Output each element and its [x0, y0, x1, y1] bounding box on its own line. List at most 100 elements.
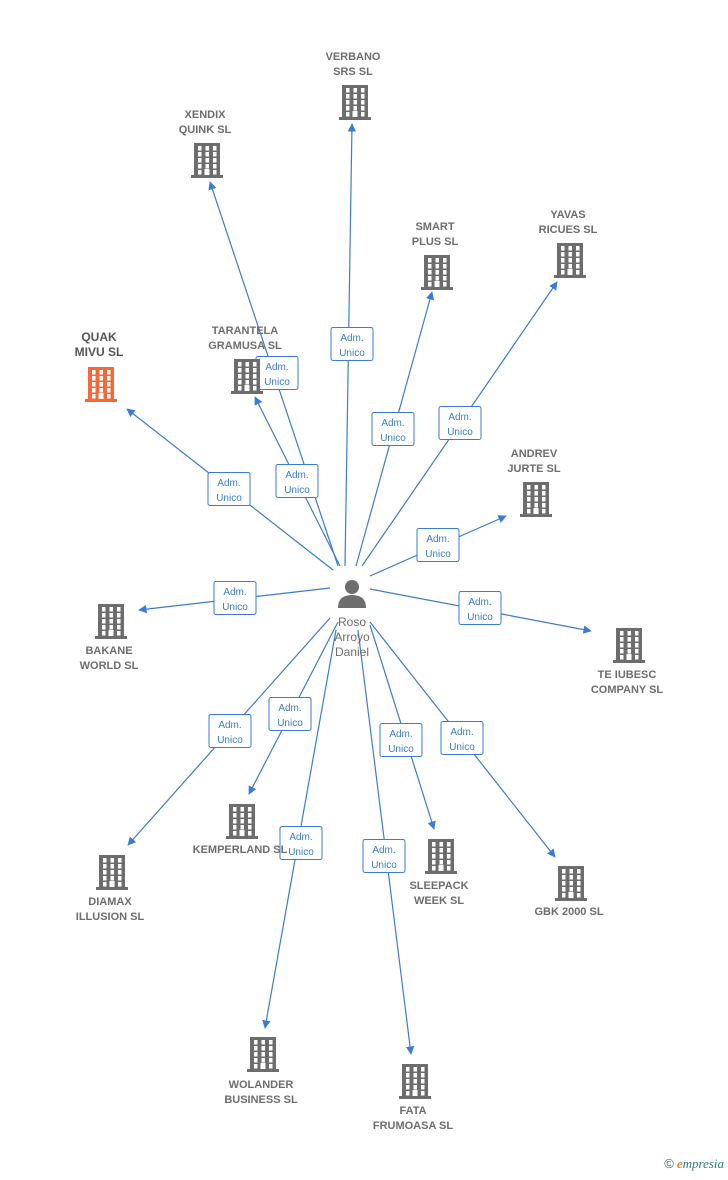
company-name-line: ANDREV: [511, 448, 558, 460]
company-node-fata[interactable]: FATA FRUMOASA SL: [373, 1064, 454, 1132]
company-name-line: BAKANE: [85, 645, 132, 657]
company-name-line: MIVU SL: [75, 345, 124, 359]
company-name-line: SLEEPACK: [409, 880, 468, 892]
building-icon: [191, 143, 223, 178]
company-name-line: WOLANDER: [229, 1079, 294, 1091]
edge-label-diamax[interactable]: Adm. Unico: [208, 714, 252, 748]
company-name-line: SMART: [415, 221, 454, 233]
company-name-line: TE IUBESC: [598, 669, 657, 681]
person-name-line: Daniel: [335, 645, 369, 659]
edge-label-text: Adm.: [381, 418, 404, 429]
company-name-line: FRUMOASA SL: [373, 1120, 454, 1132]
edge-label-smart[interactable]: Adm. Unico: [371, 412, 415, 446]
brand-logo-initial: e: [676, 1156, 683, 1171]
company-name-line: XENDIX: [185, 109, 227, 121]
edge-label-text: Unico: [467, 612, 493, 623]
building-icon: [555, 866, 587, 901]
company-name-line: QUAK: [81, 330, 117, 344]
company-node-gbk[interactable]: GBK 2000 SL: [534, 866, 604, 918]
edge-label-tarantela[interactable]: Adm.Unico: [275, 464, 319, 498]
building-icon: [247, 1037, 279, 1072]
edge-label-text: Adm.: [289, 832, 312, 843]
edge-label-andrev[interactable]: Adm. Unico: [416, 528, 460, 562]
company-node-wolander[interactable]: WOLANDER BUSINESS SL: [224, 1037, 298, 1106]
edge-label-text: Adm.: [265, 362, 288, 373]
building-icon: [425, 839, 457, 874]
company-name-line: RICUES SL: [539, 224, 598, 236]
building-icon: [399, 1064, 431, 1099]
edge-label-text: Adm.: [372, 845, 395, 856]
company-node-xendix[interactable]: XENDIX QUINK SL: [179, 109, 232, 178]
edge-label-bakane[interactable]: Adm.Unico: [213, 581, 257, 615]
building-icon: [96, 855, 128, 890]
edge-label-text: Unico: [277, 718, 303, 729]
company-name-line: VERBANO: [325, 51, 380, 63]
company-name-line: TARANTELA: [212, 325, 278, 337]
edge-label-fata[interactable]: Adm. Unico: [362, 839, 406, 873]
edge-label-text: Adm.: [217, 478, 240, 489]
person-name-line: Arroyo: [334, 630, 370, 644]
building-icon: [520, 482, 552, 517]
company-name-line: DIAMAX: [88, 896, 132, 908]
edge-label-verbano[interactable]: Adm. Unico: [330, 327, 374, 361]
edge-label-text: Unico: [217, 735, 243, 746]
edge-label-text: Adm.: [218, 720, 241, 731]
edge-label-text: Adm.: [426, 534, 449, 545]
edge-label-text: Unico: [449, 742, 475, 753]
edge-label-yavas[interactable]: Adm. Unico: [438, 406, 482, 440]
edge-label-text: Adm.: [223, 587, 246, 598]
edge-label-text: Adm.: [285, 470, 308, 481]
company-name-line: GRAMUSA SL: [208, 340, 282, 352]
edge-label-text: Adm.: [448, 412, 471, 423]
building-icon: [613, 628, 645, 663]
company-node-yavas[interactable]: YAVAS RICUES SL: [539, 209, 598, 278]
edge-label-sleepack[interactable]: Adm.Unico: [379, 723, 423, 757]
person-name-line: Roso: [338, 615, 366, 629]
edge-label-text: Adm.: [340, 333, 363, 344]
edge-label-teiubesc[interactable]: Adm. Unico: [458, 591, 502, 625]
edge-label-text: Adm.: [278, 703, 301, 714]
building-icon: [226, 804, 258, 839]
edge-label-xendix[interactable]: Adm. Unico: [255, 356, 299, 390]
building-icon: [95, 604, 127, 639]
company-name-line: BUSINESS SL: [224, 1094, 298, 1106]
company-name-line: COMPANY SL: [591, 684, 664, 696]
edge-label-text: Adm.: [468, 597, 491, 608]
edge-label-wolander[interactable]: Adm. Unico: [279, 826, 323, 860]
company-node-andrev[interactable]: ANDREV JURTE SL: [507, 448, 561, 517]
company-name-line: JURTE SL: [507, 463, 560, 475]
company-name-line: GBK 2000 SL: [534, 906, 603, 918]
company-name-line: FATA: [399, 1105, 426, 1117]
company-node-teiubesc[interactable]: TE IUBESC COMPANY SL: [591, 628, 664, 696]
copyright-symbol: ©: [664, 1156, 674, 1171]
building-icon: [231, 359, 263, 394]
edge-label-text: Unico: [447, 427, 473, 438]
building-icon: [554, 243, 586, 278]
person-icon: [338, 580, 366, 608]
edge-label-text: Unico: [288, 847, 314, 858]
edge-label-text: Unico: [216, 493, 242, 504]
company-node-tarantela[interactable]: TARANTELA GRAMUSA SL: [208, 325, 282, 394]
edge-label-quak[interactable]: Adm. Unico: [207, 472, 251, 506]
edge-label-gbk[interactable]: Adm.Unico: [440, 721, 484, 755]
company-name-line: QUINK SL: [179, 124, 232, 136]
edge-label-text: Unico: [371, 860, 397, 871]
company-name-line: YAVAS: [550, 209, 585, 221]
brand-logo-text: mpresia: [682, 1156, 724, 1171]
company-node-kemperland[interactable]: KEMPERLAND SL: [193, 804, 288, 856]
edge-label-text: Unico: [425, 549, 451, 560]
edge-label-text: Unico: [380, 433, 406, 444]
edge-label-kemperland[interactable]: Adm. Unico: [268, 697, 312, 731]
edge-label-text: Unico: [339, 348, 365, 359]
edge-label-text: Unico: [264, 377, 290, 388]
edge-label-text: Unico: [388, 744, 414, 755]
